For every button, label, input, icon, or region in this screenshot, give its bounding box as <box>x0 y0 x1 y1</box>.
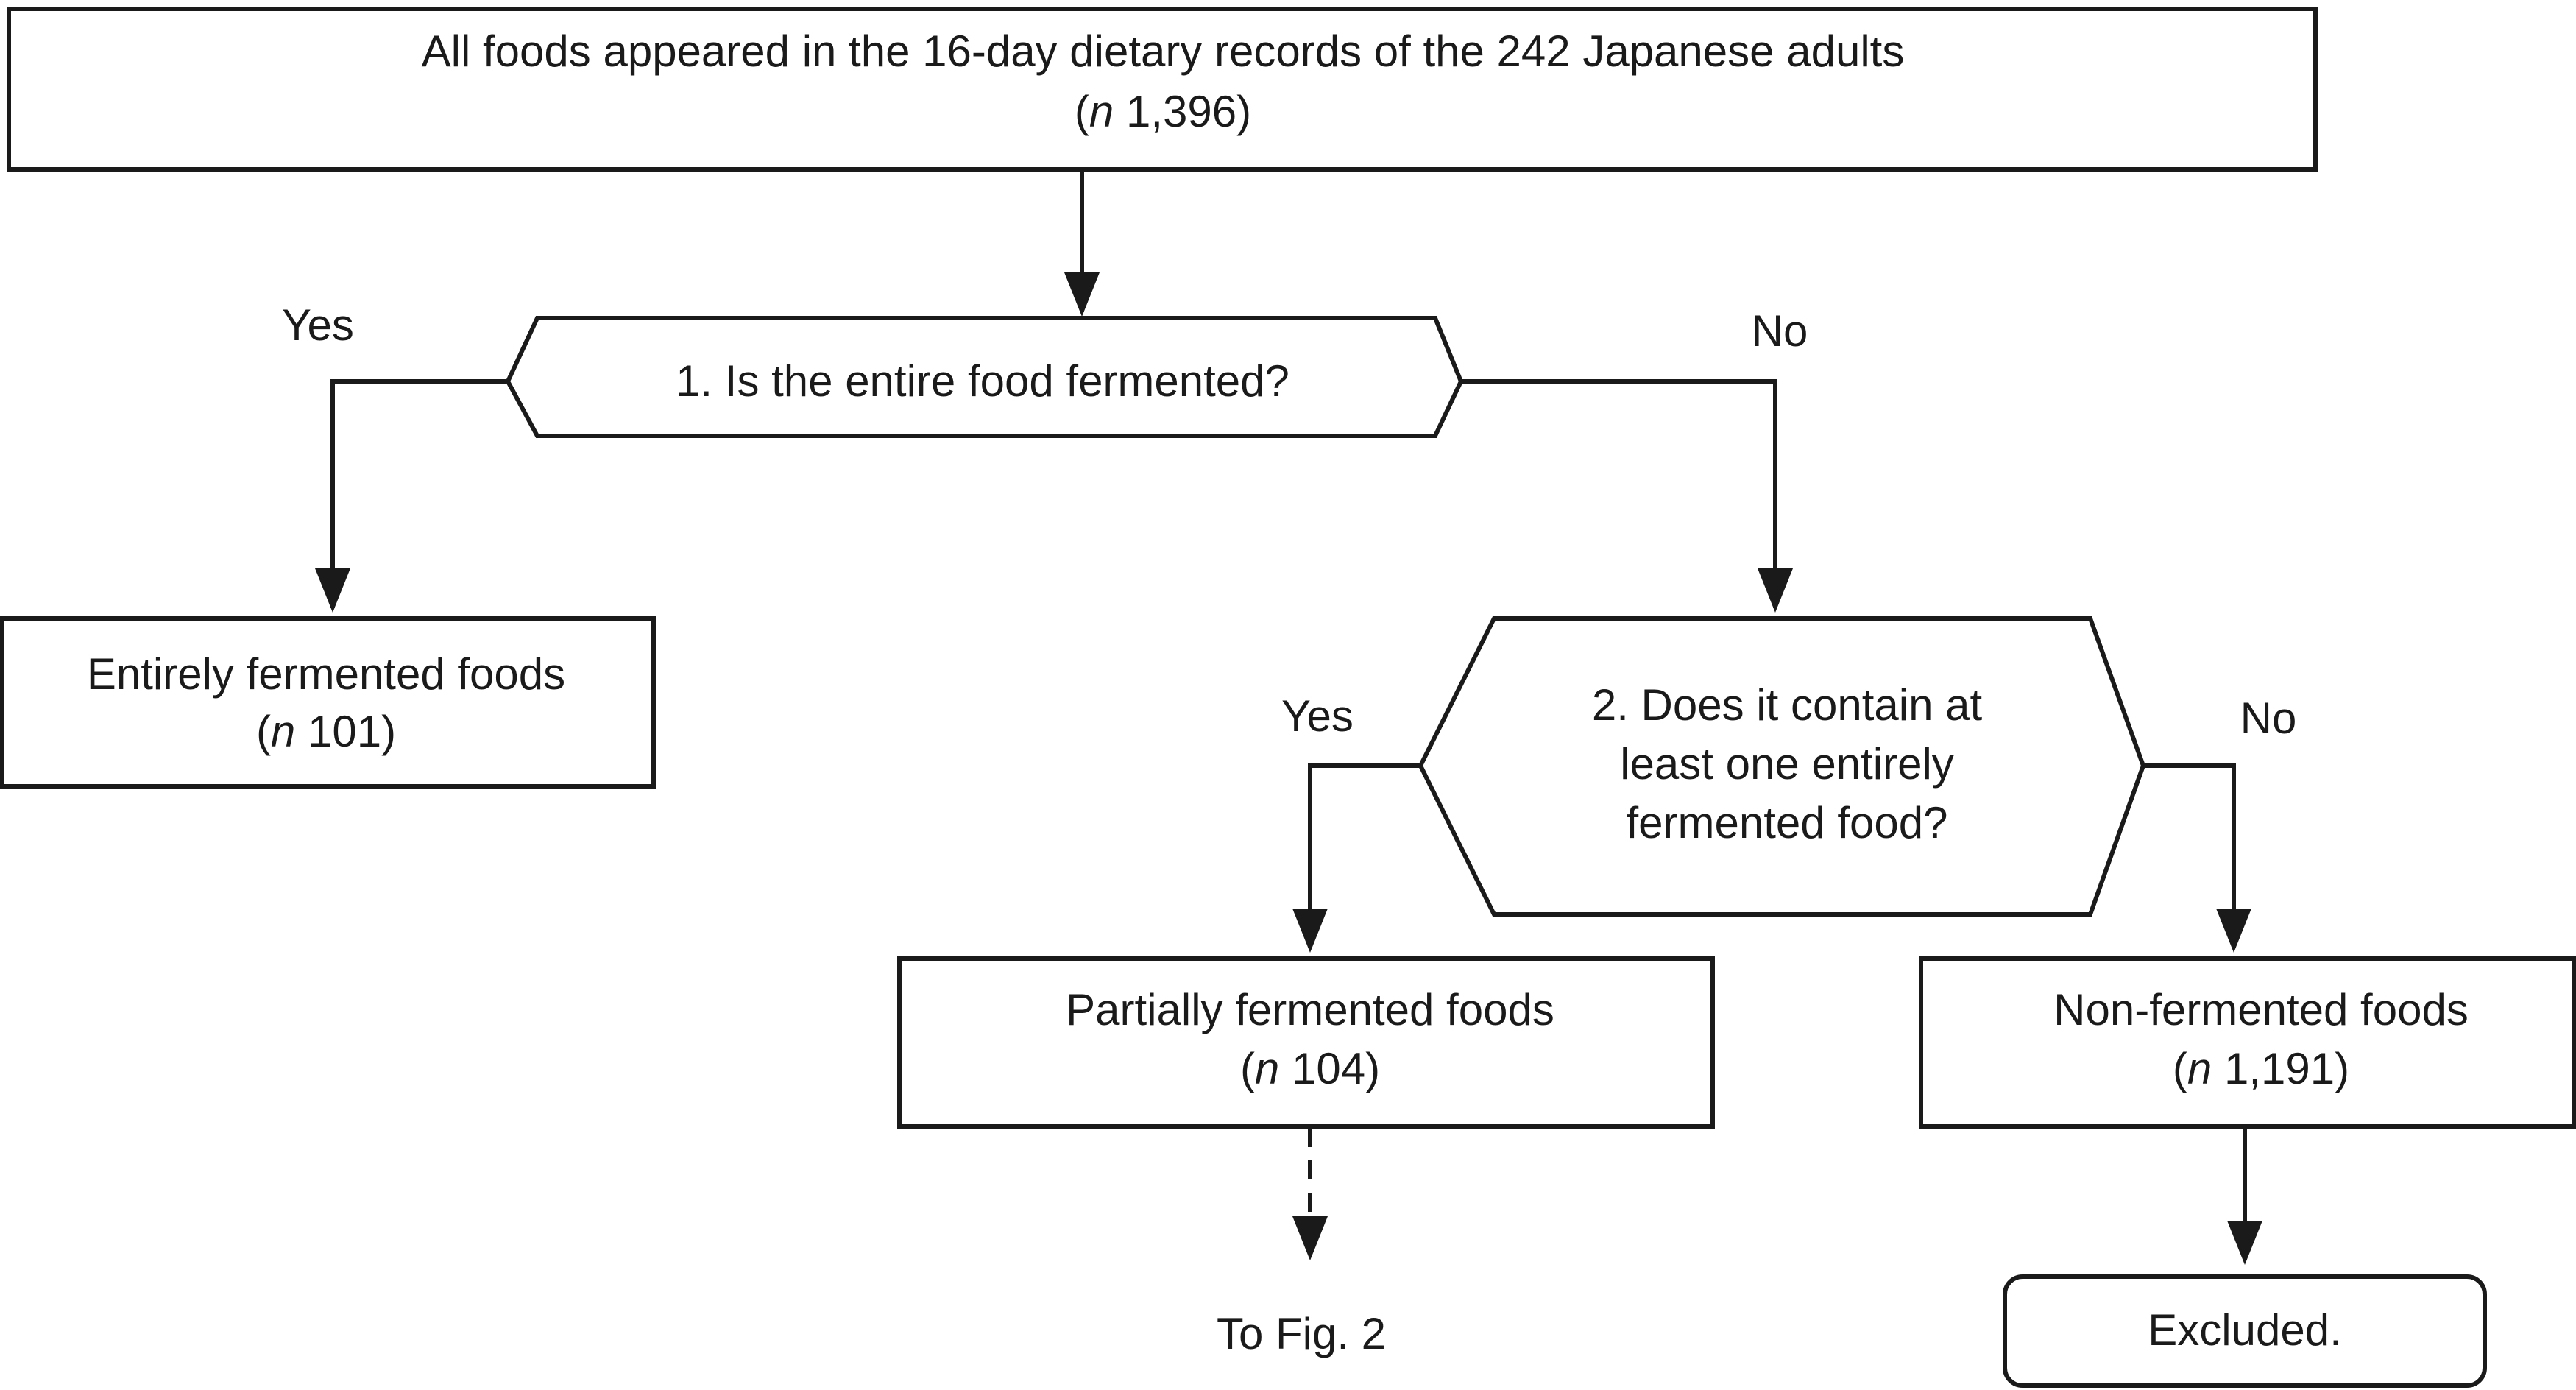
question-1-text: 1. Is the entire food fermented? <box>676 356 1289 406</box>
question-2-line3: fermented food? <box>1627 798 1948 847</box>
node-question-2: 2. Does it contain at least one entirely… <box>1418 616 2146 917</box>
entirely-fermented-count: (n 101) <box>256 707 396 756</box>
node-excluded: Excluded. <box>2003 1274 2487 1388</box>
partially-fermented-title: Partially fermented foods <box>1066 985 1554 1034</box>
excluded-text: Excluded. <box>2148 1305 2342 1355</box>
node-question-1: 1. Is the entire food fermented? <box>505 316 1464 438</box>
node-all-foods: All foods appeared in the 16-day dietary… <box>7 7 2318 172</box>
non-fermented-title: Non-fermented foods <box>2053 985 2469 1034</box>
all-foods-count: (n 1,396) <box>1075 87 1251 136</box>
edge-q1-no <box>1462 379 1793 613</box>
node-entirely-fermented: Entirely fermented foods (n 101) <box>0 616 656 789</box>
q2-yes-label: Yes <box>1281 691 1354 741</box>
q1-yes-label: Yes <box>282 300 354 350</box>
all-foods-title: All foods appeared in the 16-day dietary… <box>422 27 1905 76</box>
q2-no-label: No <box>2240 694 2297 743</box>
edge-q2-yes <box>1292 763 1419 953</box>
to-fig-2-label: To Fig. 2 <box>1217 1309 1386 1358</box>
partially-fermented-count: (n 104) <box>1240 1044 1380 1093</box>
edge-q2-no <box>2145 763 2251 953</box>
node-non-fermented: Non-fermented foods (n 1,191) <box>1919 956 2576 1129</box>
edge-q1-yes <box>315 379 506 613</box>
question-2-line2: least one entirely <box>1620 739 1954 789</box>
non-fermented-count: (n 1,191) <box>2173 1044 2349 1093</box>
entirely-fermented-title: Entirely fermented foods <box>87 649 565 699</box>
node-partially-fermented: Partially fermented foods (n 104) <box>897 956 1715 1129</box>
question-2-line1: 2. Does it contain at <box>1592 680 1983 730</box>
q1-no-label: No <box>1752 306 1808 356</box>
